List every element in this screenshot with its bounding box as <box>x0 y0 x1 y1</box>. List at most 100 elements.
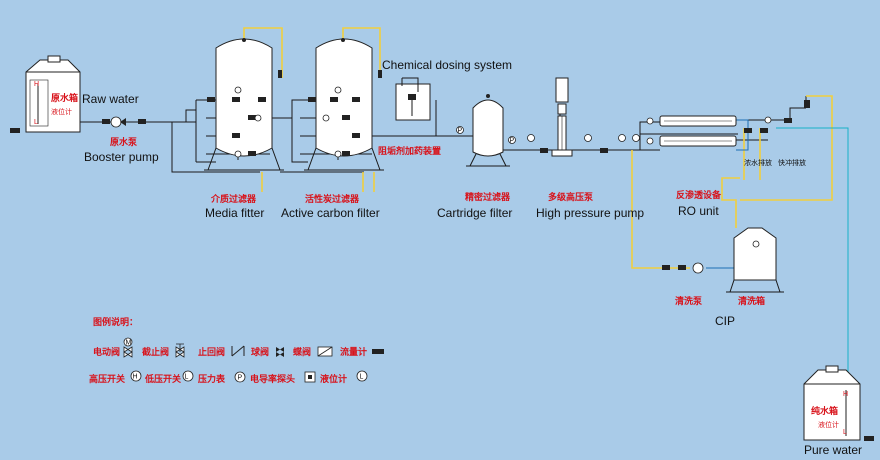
conductivity-probe-legend-icon <box>304 371 316 383</box>
dosing-pump-icon[interactable] <box>408 94 416 100</box>
media-cn: 介质过滤器 <box>210 193 257 204</box>
legend: 图例说明： 电动阀 M 截止阀 止回阀 球阀 蝶阀 流量计 高 <box>89 316 384 384</box>
svg-text:P: P <box>510 138 515 145</box>
raw-water-cn: 原水箱 <box>51 92 78 103</box>
media-valve-4-icon[interactable] <box>248 115 256 120</box>
svg-text:H: H <box>133 374 138 381</box>
cip-valve-1-icon[interactable] <box>662 265 670 270</box>
high-pressure-pump[interactable] <box>527 77 640 157</box>
svg-text:H: H <box>843 391 848 398</box>
product-valve-icon[interactable] <box>804 100 810 108</box>
legend-check-valve: 止回阀 <box>198 346 225 357</box>
legend-stop-valve: 截止阀 <box>142 346 169 357</box>
booster-cn: 原水泵 <box>110 136 138 147</box>
booster-valve-icon[interactable] <box>102 119 110 124</box>
legend-pressure-gauge: 压力表 <box>198 373 226 384</box>
carbon-vent-valve-icon[interactable] <box>378 70 382 78</box>
chemical-dosing-system <box>395 77 431 121</box>
media-valve-6-icon[interactable] <box>248 151 256 156</box>
stop-valve-icon <box>175 343 185 358</box>
pure-water-tank: H L 纯水箱 液位计 <box>803 365 874 441</box>
cip-valve-2-icon[interactable] <box>678 265 686 270</box>
carbon-cn: 活性炭过滤器 <box>305 193 360 204</box>
level-meter-legend-icon: L <box>356 370 368 382</box>
svg-text:L: L <box>843 429 847 436</box>
media-valve-3-icon[interactable] <box>258 97 266 102</box>
cip-tank-cn: 清洗箱 <box>738 295 765 306</box>
flowmeter-icon <box>372 349 384 354</box>
legend-level: 液位计 <box>320 373 347 384</box>
carbon-en: Active carbon filter <box>281 206 380 220</box>
ro-unit <box>646 100 810 147</box>
concentrate-valve-icon[interactable] <box>744 128 752 133</box>
electric-valve-icon: M <box>123 337 133 358</box>
legend-conductivity: 电导率探头 <box>250 373 295 384</box>
check-valve-icon <box>231 345 245 357</box>
ro-en: RO unit <box>678 204 719 218</box>
hp-en: High pressure pump <box>536 206 644 220</box>
cip-en: CIP <box>715 314 735 328</box>
cip-pump-cn: 清洗泵 <box>675 295 703 306</box>
cartridge-en: Cartridge filter <box>437 206 512 220</box>
booster-en: Booster pump <box>84 150 159 164</box>
carbon-valve-1-icon[interactable] <box>308 97 316 102</box>
conductivity-probe-icon <box>764 116 772 124</box>
legend-low-switch: 低压开关 <box>144 373 181 384</box>
concentrate-cn: 浓水排放 <box>744 158 772 167</box>
high-pressure-switch-icon <box>584 134 592 142</box>
svg-text:L: L <box>185 374 189 381</box>
legend-high-switch: 高压开关 <box>89 373 125 384</box>
chem-cn: 阻垢剂加药装置 <box>378 145 441 156</box>
ro-flowmeter-icon <box>784 118 792 123</box>
drain-vent-lines <box>243 27 833 269</box>
svg-text:M: M <box>126 340 132 347</box>
media-en: Media fitter <box>205 206 264 220</box>
raw-tank-level-l: L <box>34 119 38 126</box>
pressure-gauge-legend-icon: P <box>234 371 246 383</box>
cartridge-cn: 精密过滤器 <box>465 191 511 202</box>
high-pressure-switch-legend-icon: H <box>130 370 142 382</box>
hp-inlet-valve-icon[interactable] <box>540 148 548 153</box>
booster-pump[interactable] <box>102 116 146 128</box>
raw-water-en: Raw water <box>82 92 139 106</box>
ro-cn: 反渗透设备 <box>676 189 722 200</box>
raw-water-tank: H L 原水箱 液位计 <box>10 55 81 133</box>
cip-system <box>662 227 784 293</box>
cartridge-filter: P P <box>456 94 516 167</box>
media-valve-5-icon[interactable] <box>232 133 240 138</box>
product-lines <box>706 119 849 376</box>
legend-title: 图例说明： <box>93 316 138 327</box>
carbon-valve-3-icon[interactable] <box>352 97 360 102</box>
flush-cn: 快冲排放 <box>778 158 806 167</box>
cartridge-out-gauge-icon <box>508 136 516 144</box>
low-pressure-switch-icon <box>527 134 535 142</box>
booster-check-valve-icon[interactable] <box>138 119 146 124</box>
pure-drain-valve-icon[interactable] <box>864 436 874 441</box>
svg-text:P: P <box>458 128 463 135</box>
media-valve-2-icon[interactable] <box>232 97 240 102</box>
media-pressure-gauge-icon <box>234 86 242 94</box>
carbon-valve-4-icon[interactable] <box>342 115 350 120</box>
legend-electric-valve: 电动阀 <box>93 346 120 357</box>
carbon-filter <box>304 38 384 171</box>
chem-en: Chemical dosing system <box>382 58 512 72</box>
butterfly-valve-icon <box>317 346 333 357</box>
level-meter-cn: 液位计 <box>51 107 72 116</box>
carbon-valve-6-icon[interactable] <box>342 151 350 156</box>
svg-text:P: P <box>238 375 243 382</box>
legend-flowmeter: 流量计 <box>340 346 367 357</box>
low-pressure-switch-legend-icon: L <box>182 370 194 382</box>
media-filter <box>204 38 284 171</box>
flush-valve-icon[interactable] <box>760 128 768 133</box>
svg-text:L: L <box>360 374 364 381</box>
hp-outlet-valve-icon[interactable] <box>600 148 608 153</box>
pure-water-cn: 纯水箱 <box>811 405 838 416</box>
raw-drain-valve-icon[interactable] <box>10 128 20 133</box>
carbon-valve-5-icon[interactable] <box>352 133 360 138</box>
cartridge-in-gauge-icon <box>456 126 464 134</box>
media-vent-valve-icon[interactable] <box>278 70 282 78</box>
cip-pump-icon[interactable] <box>692 262 704 274</box>
carbon-valve-2-icon[interactable] <box>330 97 338 102</box>
media-valve-1-icon[interactable] <box>207 97 215 102</box>
